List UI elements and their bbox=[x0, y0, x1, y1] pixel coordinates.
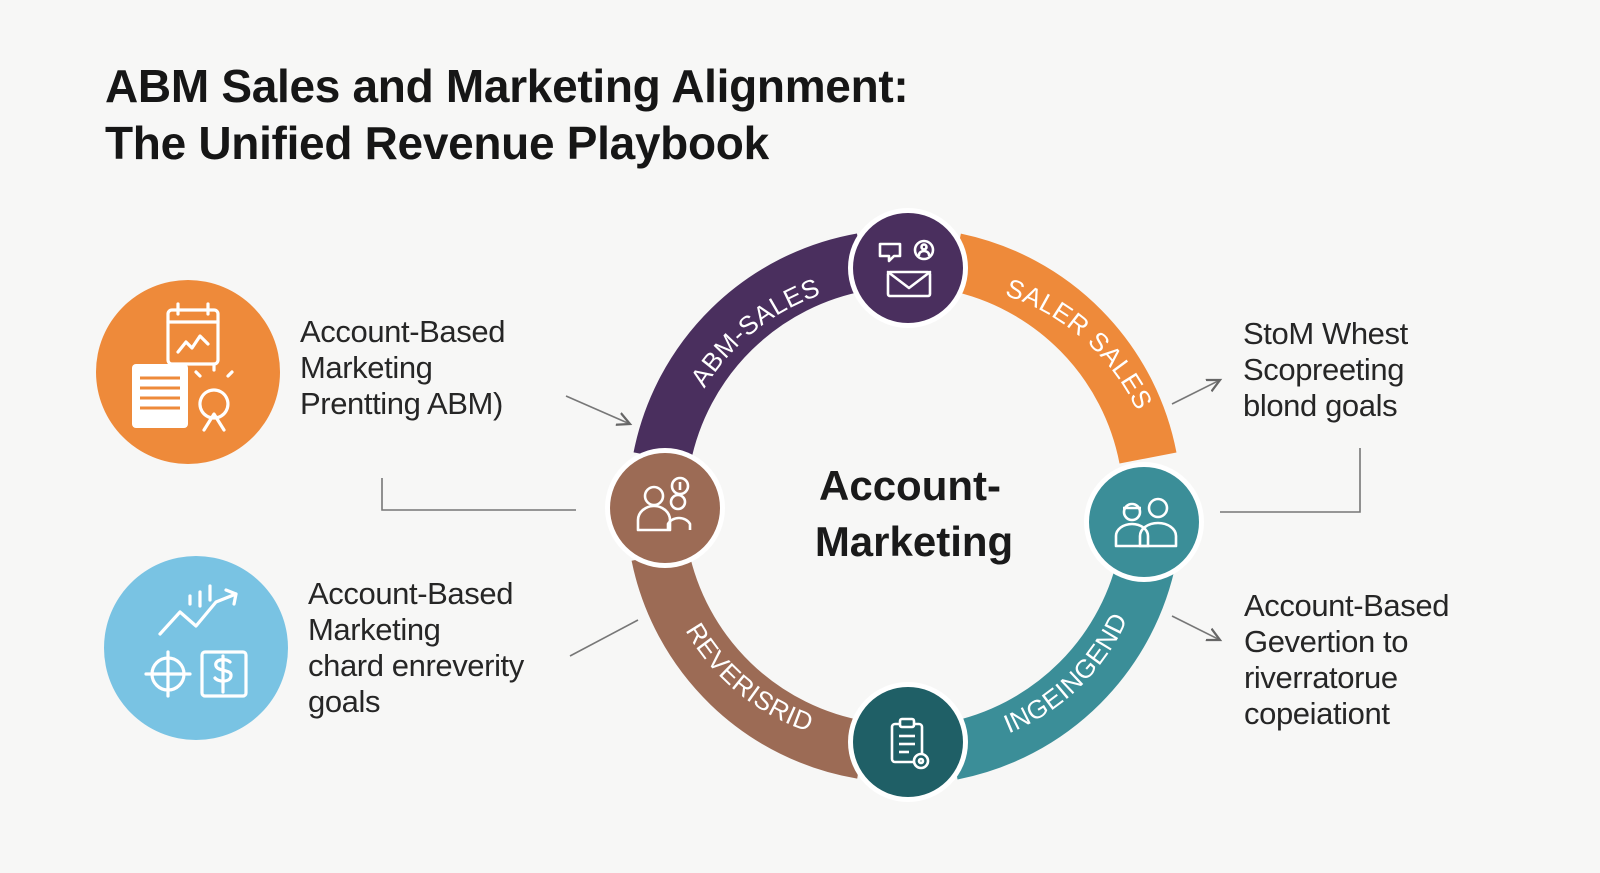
growth-chart-dollar-icon bbox=[144, 584, 248, 698]
connector-left-bracket bbox=[381, 478, 576, 511]
connector-arrow-right-bottom bbox=[1171, 615, 1220, 640]
segment-abm-sales bbox=[633, 233, 868, 465]
right-block-1-line-2: Scopreeting bbox=[1243, 352, 1405, 387]
right-text-block-1: StoM Whest Scopreeting blond goals bbox=[1243, 316, 1408, 424]
marketing-icon-circle bbox=[96, 280, 280, 464]
connector-arrow-left-top bbox=[565, 395, 630, 424]
goals-icon-circle bbox=[104, 556, 288, 740]
right-text-block-2: Account-Based Gevertion to riverratorue … bbox=[1244, 588, 1449, 732]
right-block-2-line-1: Account-Based bbox=[1244, 588, 1450, 623]
center-label-line-1: Account- bbox=[819, 462, 1001, 509]
segment-ingeingend bbox=[945, 548, 1177, 780]
title-line-2: The Unified Revenue Playbook bbox=[105, 117, 769, 169]
team-people-icon bbox=[636, 476, 692, 532]
connector-line-left-bottom bbox=[569, 619, 639, 657]
left-block-1-line-2: Marketing bbox=[300, 350, 433, 385]
page-title: ABM Sales and Marketing Alignment: The U… bbox=[105, 58, 909, 172]
segment-saler-sales bbox=[948, 233, 1177, 464]
right-block-2-line-2: Gevertion to bbox=[1244, 624, 1409, 659]
left-text-block-2: Account-Based Marketing chard enreverity… bbox=[308, 576, 524, 720]
connector-arrow-right-top bbox=[1171, 380, 1220, 405]
right-block-2-line-3: riverratorue bbox=[1244, 660, 1398, 695]
clipboard-settings-icon bbox=[890, 717, 930, 770]
checklist-document-icon bbox=[132, 302, 234, 432]
right-block-2-line-4: copeiationt bbox=[1244, 696, 1390, 731]
top-node bbox=[848, 208, 968, 328]
left-block-1-line-1: Account-Based bbox=[300, 314, 506, 349]
left-block-1-line-3: Prentting ABM) bbox=[300, 386, 503, 421]
title-line-1: ABM Sales and Marketing Alignment: bbox=[105, 60, 909, 112]
left-block-2-line-4: goals bbox=[308, 684, 381, 719]
right-node bbox=[1084, 462, 1204, 582]
left-block-2-line-3: chard enreverity bbox=[308, 648, 524, 683]
left-text-block-1: Account-Based Marketing Prentting ABM) bbox=[300, 314, 505, 422]
users-pair-icon bbox=[1114, 497, 1178, 548]
right-block-1-line-3: blond goals bbox=[1243, 388, 1398, 423]
right-block-1-line-1: StoM Whest bbox=[1243, 316, 1408, 351]
center-label-line-2: Marketing bbox=[815, 518, 1013, 565]
left-node bbox=[605, 448, 725, 568]
bottom-node bbox=[848, 682, 968, 802]
left-block-2-line-1: Account-Based bbox=[308, 576, 514, 611]
connector-right-bracket bbox=[1220, 448, 1361, 513]
segment-reverisrid bbox=[631, 548, 868, 779]
left-block-2-line-2: Marketing bbox=[308, 612, 441, 647]
email-contact-icon bbox=[878, 239, 935, 298]
